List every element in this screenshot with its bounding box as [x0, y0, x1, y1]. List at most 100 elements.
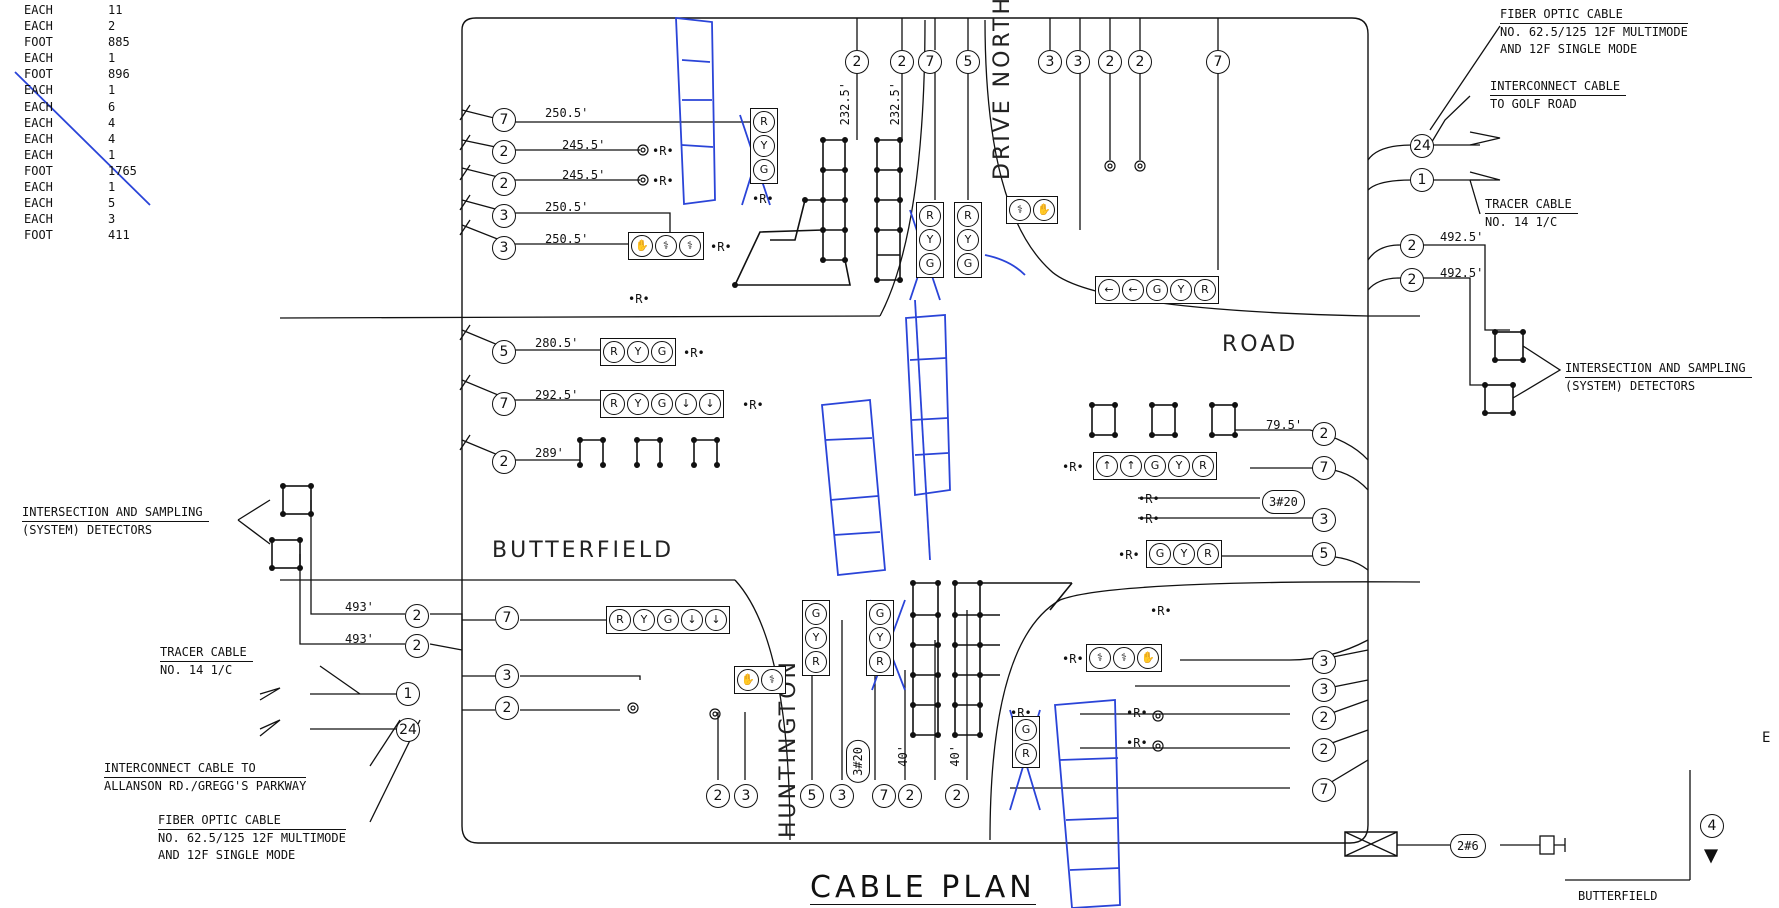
- signal-head-vertical: G R: [1012, 716, 1040, 768]
- cable-count-circle: 7: [492, 392, 516, 416]
- length-label: 493': [345, 632, 374, 646]
- cable-count-circle: 3: [1038, 50, 1062, 74]
- signal-lens-green: G: [1149, 543, 1171, 565]
- signal-lens-green: G: [651, 393, 673, 415]
- cable-count-circle: 2: [1312, 738, 1336, 762]
- quantity-value: 4: [108, 131, 116, 146]
- signal-lens-red: R: [1197, 543, 1219, 565]
- note-tracer-ne: TRACER CABLE NO. 14 1/C: [1485, 196, 1578, 231]
- cable-count-circle: 2: [1400, 234, 1424, 258]
- quantity-unit: FOOT: [24, 67, 53, 82]
- red-indication-mark: •R•: [742, 398, 764, 412]
- street-label-road: ROAD: [1222, 332, 1299, 357]
- signal-lens-red: R: [603, 393, 625, 415]
- signal-lens-green: G: [651, 341, 673, 363]
- cable-count-circle: 7: [1206, 50, 1230, 74]
- quantity-unit: EACH: [24, 19, 53, 34]
- hand-icon: ✋: [1137, 647, 1159, 669]
- cable-count-circle: 3: [1312, 508, 1336, 532]
- cable-count-circle: 2: [845, 50, 869, 74]
- quantity-unit: EACH: [24, 180, 53, 195]
- cable-count-circle: 3: [1312, 650, 1336, 674]
- signal-lens-yellow: Y: [1170, 279, 1192, 301]
- signal-lens-yellow: Y: [805, 627, 827, 649]
- cable-count-circle: 5: [956, 50, 980, 74]
- quantity-unit: EACH: [24, 131, 53, 146]
- cable-count-circle: 5: [1312, 542, 1336, 566]
- signal-lens-arrow: ↓: [699, 393, 721, 415]
- signal-head-vertical: G Y R: [866, 600, 894, 676]
- cable-count-circle: 2: [405, 604, 429, 628]
- signal-lens-red: R: [957, 205, 979, 227]
- signal-lens-yellow: Y: [919, 229, 941, 251]
- cable-count-circle: 3: [734, 784, 758, 808]
- walk-icon: ⚕: [1009, 199, 1031, 221]
- length-label: 250.5': [545, 200, 589, 214]
- quantity-unit: FOOT: [24, 35, 53, 50]
- cable-count-circle: 1: [396, 682, 420, 706]
- signal-lens-yellow: Y: [627, 341, 649, 363]
- note-detectors-e: INTERSECTION AND SAMPLING (SYSTEM) DETEC…: [1565, 360, 1752, 395]
- cable-count-circle: 2: [1312, 422, 1336, 446]
- red-indication-mark: •R•: [1118, 548, 1140, 562]
- quantity-value: 2: [108, 19, 116, 34]
- length-label: 232.5': [838, 82, 852, 126]
- length-label: 232.5': [888, 82, 902, 126]
- length-label: 79.5': [1266, 418, 1303, 432]
- cable-count-circle: 2: [495, 696, 519, 720]
- quantity-value: 1765: [108, 163, 137, 178]
- quantity-unit: EACH: [24, 212, 53, 227]
- signal-lens-arrow: ↓: [675, 393, 697, 415]
- quantity-unit: EACH: [24, 99, 53, 114]
- signal-head-horizontal: R Y G ↓ ↓: [600, 390, 724, 418]
- signal-head-horizontal: ← ← G Y R: [1095, 276, 1219, 304]
- hand-icon: ✋: [737, 669, 759, 691]
- signal-lens-green: G: [1144, 455, 1166, 477]
- walk-icon: ⚕: [761, 669, 783, 691]
- cable-count-oval: 2#6: [1450, 834, 1486, 858]
- signal-lens-green: G: [869, 603, 891, 625]
- quantity-row: FOOT 1765: [24, 163, 168, 179]
- quantity-value: 5: [108, 196, 116, 211]
- cable-count-circle: 2: [1128, 50, 1152, 74]
- red-indication-mark: •R•: [1126, 706, 1148, 720]
- red-indication-mark: •R•: [683, 346, 705, 360]
- cable-count-circle: 7: [1312, 778, 1336, 802]
- quantity-value: 885: [108, 35, 130, 50]
- signal-lens-yellow: Y: [633, 609, 655, 631]
- cable-count-circle: 2: [492, 450, 516, 474]
- quantity-value: 896: [108, 67, 130, 82]
- signal-lens-yellow: Y: [753, 135, 775, 157]
- red-indication-mark: •R•: [1150, 604, 1172, 618]
- cable-count-circle: 3: [492, 236, 516, 260]
- quantity-value: 6: [108, 99, 116, 114]
- red-indication-mark: •R•: [652, 144, 674, 158]
- length-label: 245.5': [562, 168, 606, 182]
- length-label: 289': [535, 446, 564, 460]
- quantity-unit: EACH: [24, 51, 53, 66]
- quantity-unit: FOOT: [24, 163, 53, 178]
- cable-count-circle: 2: [1312, 706, 1336, 730]
- page-title: CABLE PLAN: [810, 870, 1036, 905]
- signal-head-vertical: R Y G: [954, 202, 982, 278]
- red-indication-mark: •R•: [652, 174, 674, 188]
- walk-icon: ⚕: [1089, 647, 1111, 669]
- street-label-north: DRIVE NORTH: [990, 0, 1015, 180]
- length-label: 250.5': [545, 232, 589, 246]
- cable-count-oval: 3#20: [846, 740, 870, 783]
- red-indication-mark: •R•: [1062, 460, 1084, 474]
- cable-count-circle: 2: [1098, 50, 1122, 74]
- signal-lens-green: G: [957, 253, 979, 275]
- cable-count-circle: 7: [1312, 456, 1336, 480]
- signal-lens-arrow: ←: [1098, 279, 1120, 301]
- signal-lens-yellow: Y: [869, 627, 891, 649]
- hand-icon: ✋: [1033, 199, 1055, 221]
- pedestrian-signal: ⚕ ✋: [1006, 196, 1058, 224]
